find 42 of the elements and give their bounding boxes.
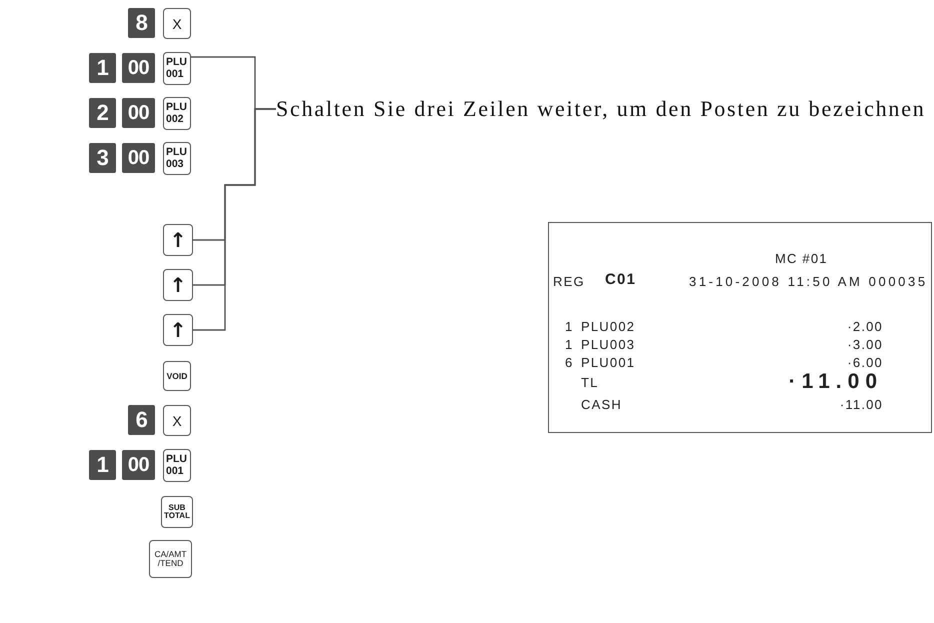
item-name: PLU001 bbox=[581, 356, 636, 369]
cash-amount: ·11.00 bbox=[840, 398, 883, 411]
double-zero-key: 00 bbox=[122, 53, 155, 83]
plu-key: PLU 002 bbox=[163, 97, 191, 130]
item-price: ·3.00 bbox=[847, 338, 883, 351]
plu-key: PLU 001 bbox=[163, 52, 191, 85]
total-amount: ·11.00 bbox=[788, 371, 883, 392]
double-zero-key: 00 bbox=[122, 143, 155, 173]
subtotal-key: SUB TOTAL bbox=[161, 496, 193, 528]
double-zero-key: 00 bbox=[122, 98, 155, 128]
number-key: 6 bbox=[128, 405, 155, 435]
item-quantity: 1 bbox=[565, 320, 574, 333]
number-key: 1 bbox=[89, 450, 116, 480]
number-key: 3 bbox=[89, 143, 116, 173]
receipt bbox=[548, 222, 932, 433]
double-zero-key: 00 bbox=[122, 450, 155, 480]
item-price: ·2.00 bbox=[847, 320, 883, 333]
plu-key: PLU 001 bbox=[163, 449, 191, 482]
item-price: ·6.00 bbox=[847, 356, 883, 369]
cash-label: CASH bbox=[581, 398, 622, 411]
cash-tender-key: CA/AMT /TEND bbox=[149, 540, 192, 578]
leader-line bbox=[193, 108, 276, 331]
item-name: PLU003 bbox=[581, 338, 636, 351]
item-quantity: 6 bbox=[565, 356, 574, 369]
up-arrow-key: ↑ bbox=[163, 269, 193, 301]
item-quantity: 1 bbox=[565, 338, 574, 351]
instruction-note: Schalten Sie drei Zeilen weiter, um den Posten zu bezeichnen bbox=[276, 96, 932, 122]
void-key: VOID bbox=[163, 361, 191, 391]
total-label: TL bbox=[581, 376, 599, 389]
clerk-code: C01 bbox=[605, 272, 636, 287]
number-key: 8 bbox=[128, 8, 155, 38]
plu-key: PLU 003 bbox=[163, 142, 191, 175]
up-arrow-key: ↑ bbox=[163, 224, 193, 256]
multiply-key: X bbox=[163, 8, 191, 39]
up-arrow-key: ↑ bbox=[163, 314, 193, 346]
number-key: 1 bbox=[89, 53, 116, 83]
date-time-text: 31-10-2008 11:50 AM 000035 bbox=[689, 275, 928, 288]
number-key: 2 bbox=[89, 98, 116, 128]
mode-label: REG bbox=[553, 275, 585, 288]
item-name: PLU002 bbox=[581, 320, 636, 333]
register-number: MC #01 bbox=[775, 252, 828, 265]
multiply-key: X bbox=[163, 405, 191, 436]
